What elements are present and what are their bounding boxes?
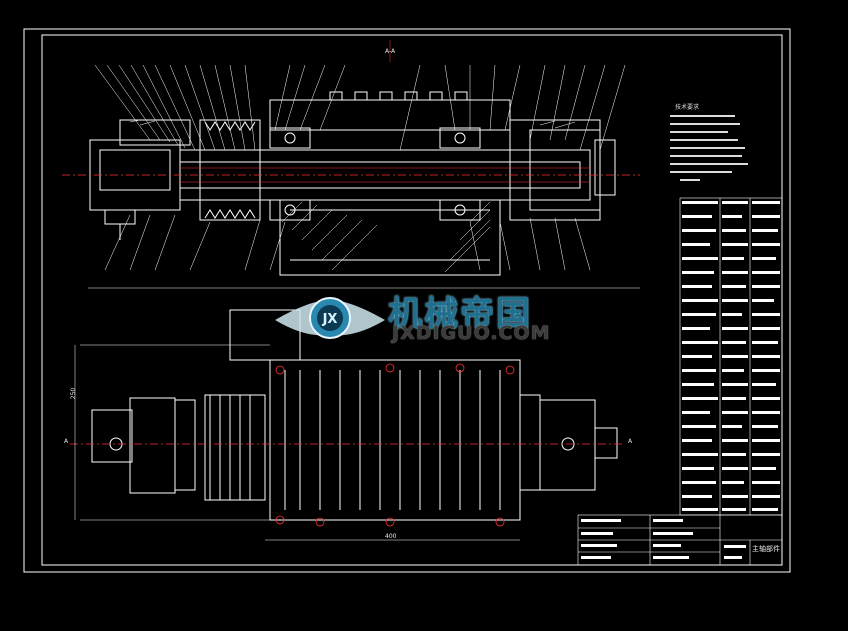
tech-requirements-title: 技术要求 xyxy=(675,104,700,111)
title-block-name: 主轴部件 xyxy=(752,545,780,553)
tech-requirements-lines xyxy=(670,115,748,181)
outer-frame xyxy=(23,28,791,573)
watermark-logo: JX xyxy=(275,297,385,339)
parts-list-rows xyxy=(682,201,780,511)
watermark-brand-cn: 机械帝国 xyxy=(388,294,532,334)
section-view xyxy=(89,91,616,276)
title-block-fill xyxy=(581,519,746,559)
external-view xyxy=(91,309,618,521)
section-arrow-left: A xyxy=(64,438,69,445)
mounting-holes xyxy=(275,363,515,527)
section-label: A-A xyxy=(385,48,396,55)
watermark-brand-en: JXDIGUO.COM xyxy=(392,322,551,344)
height-dimension: 250 xyxy=(70,387,78,400)
width-dimension: 400 xyxy=(385,533,397,540)
title-block xyxy=(577,514,783,566)
leader-lines-top xyxy=(94,64,626,151)
leader-lines-bottom xyxy=(104,214,591,271)
section-arrow-right: A xyxy=(628,438,633,445)
svg-text:JX: JX xyxy=(322,312,338,327)
